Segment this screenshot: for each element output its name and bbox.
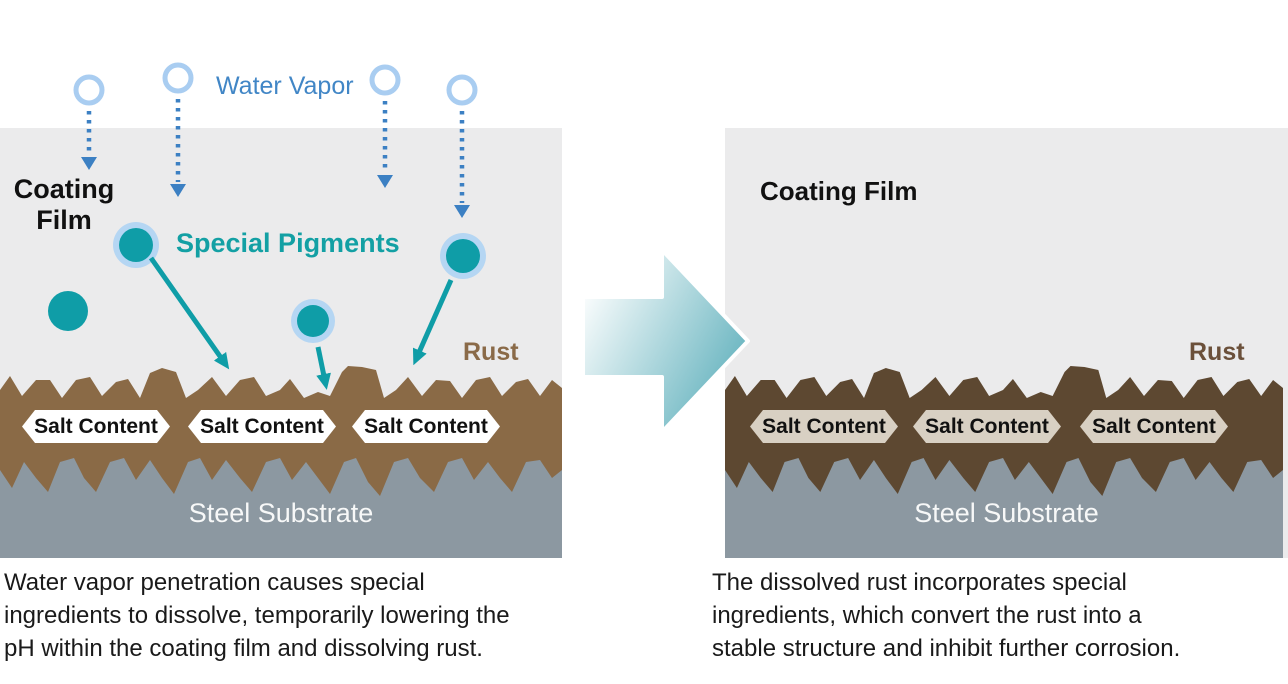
water-vapor-bubble-icon <box>73 74 105 106</box>
left-caption: Water vapor penetration causes special i… <box>4 566 576 665</box>
steel-layer <box>725 458 1283 558</box>
steel-substrate-label: Steel Substrate <box>188 498 374 528</box>
salt-content-tag: Salt Content <box>22 410 170 443</box>
caption-line: stable structure and inhibit further cor… <box>712 635 1181 662</box>
rust-label: Rust <box>1189 338 1245 366</box>
salt-content-tag: Salt Content <box>1080 410 1228 443</box>
caption-line: The dissolved rust incorporates special <box>712 569 1127 596</box>
water-vapor-bubble-icon <box>446 74 478 106</box>
coating-film-label: Coating Film <box>13 174 115 235</box>
salt-content-tag: Salt Content <box>352 410 500 443</box>
salt-content-tag: Salt Content <box>913 410 1061 443</box>
salt-content-tag: Salt Content <box>188 410 336 443</box>
coating-film-label: Coating Film <box>760 176 918 206</box>
caption-line: ingredients to dissolve, temporarily low… <box>4 602 510 629</box>
left-strata <box>0 366 562 558</box>
caption-line: Water vapor penetration causes special <box>4 569 425 596</box>
left-panel: Salt Content Salt Content Salt Content C… <box>0 128 562 558</box>
water-vapor-label: Water Vapor <box>216 72 354 100</box>
diagram: Salt Content Salt Content Salt Content C… <box>0 62 1288 558</box>
right-panel: Salt Content Salt Content Salt Content C… <box>725 128 1288 558</box>
rust-label: Rust <box>463 338 519 366</box>
right-strata <box>725 366 1283 558</box>
transition-arrow-icon <box>581 248 750 434</box>
right-caption: The dissolved rust incorporates special … <box>712 566 1288 665</box>
water-vapor-bubble-icon <box>369 64 401 96</box>
steel-layer <box>0 458 562 558</box>
caption-line: ingredients, which convert the rust into… <box>712 602 1142 629</box>
steel-substrate-label: Steel Substrate <box>914 498 1099 528</box>
caption-line: pH within the coating film and dissolvin… <box>4 635 483 662</box>
salt-content-tag: Salt Content <box>750 410 898 443</box>
special-pigments-label: Special Pigments <box>176 228 400 258</box>
water-vapor-bubble-icon <box>162 62 194 94</box>
